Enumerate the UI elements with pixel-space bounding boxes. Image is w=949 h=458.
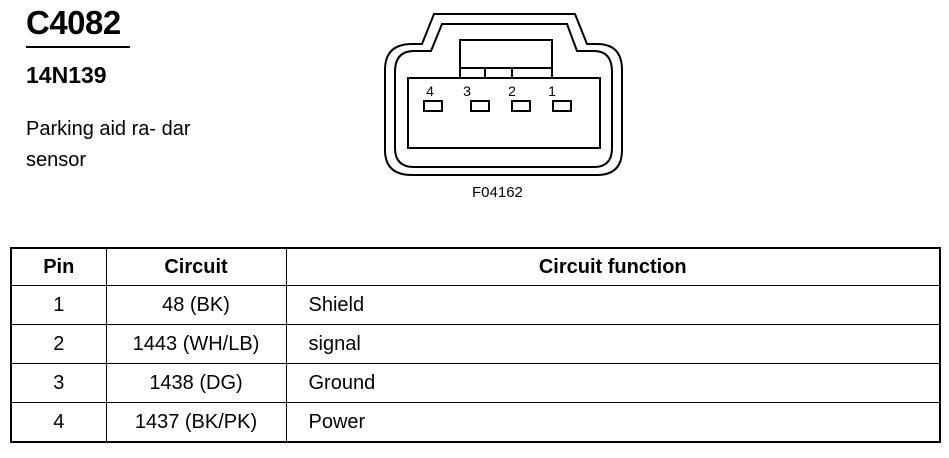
connector-description: Parking aid ra- dar sensor — [26, 118, 191, 171]
pin-label-4: 4 — [426, 83, 434, 99]
header-pin: Pin — [10, 247, 107, 286]
pin-terminal-1 — [552, 100, 572, 112]
table-row: 1 48 (BK) Shield — [10, 285, 941, 325]
pin-label-2: 2 — [508, 83, 516, 99]
table-row: 3 1438 (DG) Ground — [10, 363, 941, 403]
cell-circuit-function: Ground — [285, 363, 941, 403]
pin-label-3: 3 — [463, 83, 471, 99]
table-row: 4 1437 (BK/PK) Power — [10, 402, 941, 443]
part-number: 14N139 — [26, 62, 107, 88]
cell-circuit: 1438 (DG) — [105, 363, 287, 403]
pin-terminal-3 — [470, 100, 490, 112]
cell-circuit-function: signal — [285, 324, 941, 364]
header-circuit: Circuit — [105, 247, 287, 286]
cell-pin: 4 — [10, 402, 107, 443]
table-row: 2 1443 (WH/LB) signal — [10, 324, 941, 364]
connector-id: C4082 — [26, 4, 121, 41]
pin-label-1: 1 — [548, 83, 556, 99]
connector-face-diagram: 4 3 2 1 — [384, 13, 623, 176]
cell-circuit-function: Shield — [285, 285, 941, 325]
pin-cavity-area — [407, 77, 601, 149]
cell-pin: 1 — [10, 285, 107, 325]
pin-terminal-4 — [423, 100, 443, 112]
title-rule — [26, 46, 130, 48]
cell-pin: 2 — [10, 324, 107, 364]
connector-housing-inner — [394, 23, 613, 168]
cell-circuit-function: Power — [285, 402, 941, 443]
connector-latch — [459, 39, 553, 79]
header-circuit-function: Circuit function — [285, 247, 941, 286]
cell-circuit: 1443 (WH/LB) — [105, 324, 287, 364]
cell-circuit: 1437 (BK/PK) — [105, 402, 287, 443]
cell-circuit: 48 (BK) — [105, 285, 287, 325]
pin-table: Pin Circuit Circuit function 1 48 (BK) S… — [10, 247, 941, 443]
cell-pin: 3 — [10, 363, 107, 403]
connector-housing-outer — [384, 13, 623, 176]
pin-terminal-2 — [511, 100, 531, 112]
figure-code: F04162 — [472, 184, 523, 201]
table-header-row: Pin Circuit Circuit function — [10, 247, 941, 286]
